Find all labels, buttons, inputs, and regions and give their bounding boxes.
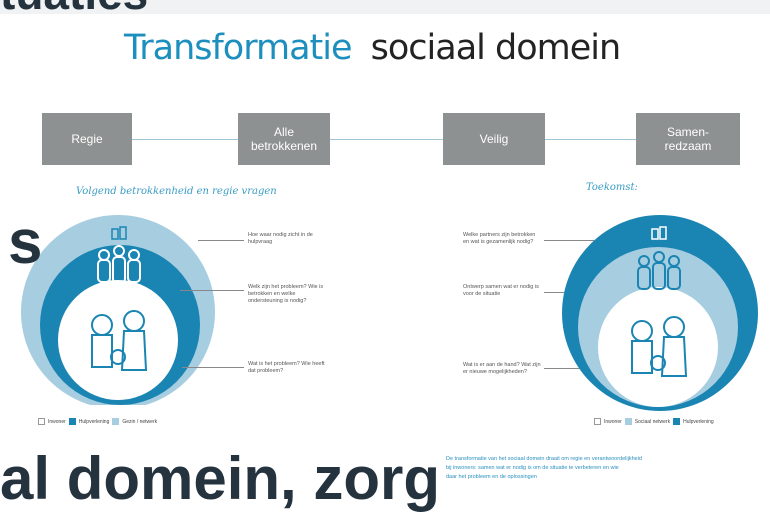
overlay-bottom-fragment: al domein, zorg	[0, 445, 441, 512]
left-note-line-2	[180, 290, 244, 291]
right-client-people-icon	[631, 316, 688, 377]
footnote-line-1: De transformatie van het sociaal domein …	[446, 456, 642, 462]
right-note-3: Wat is er aan de hand? Wat zijn er nieuw…	[463, 362, 541, 375]
right-legend-item-2: Sociaal netwerk	[634, 418, 671, 425]
left-note-3: Wat is het probleem? Wie heeft dat probl…	[248, 361, 325, 374]
right-inner-circle	[598, 287, 718, 407]
top-strip	[0, 0, 770, 14]
right-small-group-icon	[651, 226, 667, 240]
right-subtitle: Toekomst:	[586, 182, 638, 193]
left-note-1: Hoe waar nodig zicht in de hulpvraag	[248, 232, 313, 245]
left-legend-item-2: Hulpverlening	[78, 418, 110, 425]
overlay-top-fragment: tuaties	[0, 0, 148, 16]
title-part-2: sociaal domein	[370, 28, 622, 68]
legend-swatch-dark	[68, 418, 76, 425]
left-circle-diagram	[21, 215, 215, 405]
step-veilig: Veilig	[443, 113, 545, 165]
title-part-1: Transformatie	[124, 28, 353, 68]
right-legend-item-1: Inwoner	[604, 418, 622, 425]
left-legend: Inwoner Hulpverlening Gezin / netwerk	[38, 418, 157, 425]
right-network-people-icon	[637, 251, 681, 290]
slide-title: Transformatie sociaal domein	[124, 28, 622, 68]
left-note-line-3	[182, 367, 244, 368]
footnote-line-2: bij inwoners: samen wat er nodig is om d…	[446, 465, 619, 471]
legend-swatch-dark	[673, 418, 681, 425]
right-note-2: Ontwerp samen wat er nodig is voor de si…	[463, 284, 539, 297]
right-circle-diagram	[562, 215, 758, 411]
footnote-line-3: daar het probleem en de oplossingen	[446, 474, 537, 480]
legend-swatch-white	[38, 418, 45, 425]
left-legend-item-3: Gezin / netwerk	[122, 418, 158, 425]
step-alle-betrokkenen: Alle betrokkenen	[238, 113, 330, 165]
left-client-people-icon	[91, 310, 148, 371]
right-note-line-1	[544, 240, 594, 241]
footnote: De transformatie van het sociaal domein …	[446, 455, 746, 482]
legend-swatch-white	[594, 418, 601, 425]
legend-swatch-light	[624, 418, 632, 425]
overlay-side-fragment: s	[8, 208, 43, 277]
right-note-1: Welke partners zijn betrokken en wat is …	[463, 232, 536, 245]
step-samen-redzaam: Samen-redzaam	[636, 113, 740, 165]
legend-swatch-light	[112, 418, 120, 425]
left-network-people-icon	[97, 245, 141, 284]
right-legend-item-3: Hulpverlening	[683, 418, 714, 425]
left-legend-item-1: Inwoner	[48, 418, 66, 425]
left-subtitle: Volgend betrokkenheid en regie vragen	[76, 186, 277, 197]
left-inner-circle	[58, 280, 178, 400]
left-note-line-1	[198, 240, 244, 241]
right-legend: Inwoner Sociaal netwerk Hulpverlening	[594, 418, 714, 425]
left-small-group-icon	[111, 226, 127, 240]
step-regie: Regie	[42, 113, 132, 165]
left-note-2: Welk zijn het probleem? Wie is betrokken…	[248, 284, 324, 304]
step-connector	[118, 139, 638, 140]
